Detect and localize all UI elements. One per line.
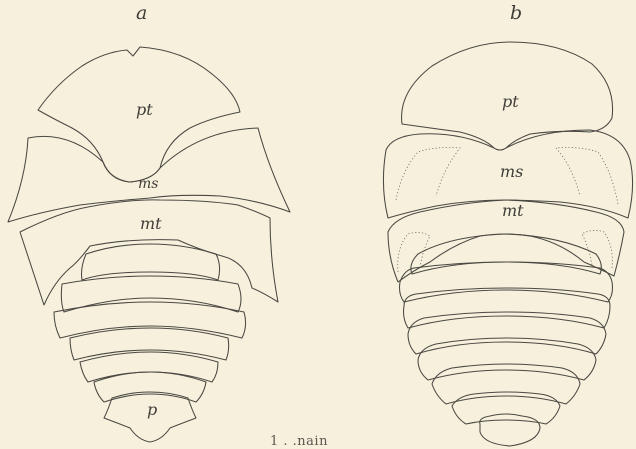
panel-b-abdominal-segment: [400, 262, 613, 302]
figure-caption: 1 . .nain: [270, 434, 328, 449]
panel-b-ms-label: ms: [500, 162, 523, 181]
panel-b-metathorax-dotted-left: [398, 232, 430, 272]
panel-a-abdominal-segment: [94, 372, 206, 402]
panel-b-pt-label: pt: [502, 92, 519, 111]
panel-a-abdominal-segment: [80, 352, 218, 382]
panel-b-mt-label: mt: [502, 201, 524, 220]
panel-b-abdominal-segment: [408, 312, 606, 354]
panel-a-p-label: p: [147, 400, 157, 419]
panel-a-pt-label: pt: [136, 100, 153, 119]
panel-a-abdominal-segment: [54, 302, 246, 338]
panel-a-mt-label: mt: [140, 214, 162, 233]
panel-b-mesothorax-dotted-right: [556, 148, 618, 205]
panel-b-abdominal-segment: [418, 338, 596, 380]
panel-a-ms-label: ms: [138, 176, 158, 192]
panel-b-terminal-segment: [480, 414, 540, 446]
panel-b-label: b: [510, 2, 522, 24]
panel-b-abdominal-segment: [404, 288, 611, 328]
panel-a-mesothorax-outline: [8, 128, 290, 222]
panel-b-abdominal-segment: [452, 392, 560, 424]
panel-a-abdominal-segment: [70, 328, 229, 360]
panel-a-label: a: [136, 2, 147, 24]
panel-a-abdominal-segment: [82, 244, 220, 280]
panel-b-mesothorax-dotted-left: [396, 148, 460, 201]
